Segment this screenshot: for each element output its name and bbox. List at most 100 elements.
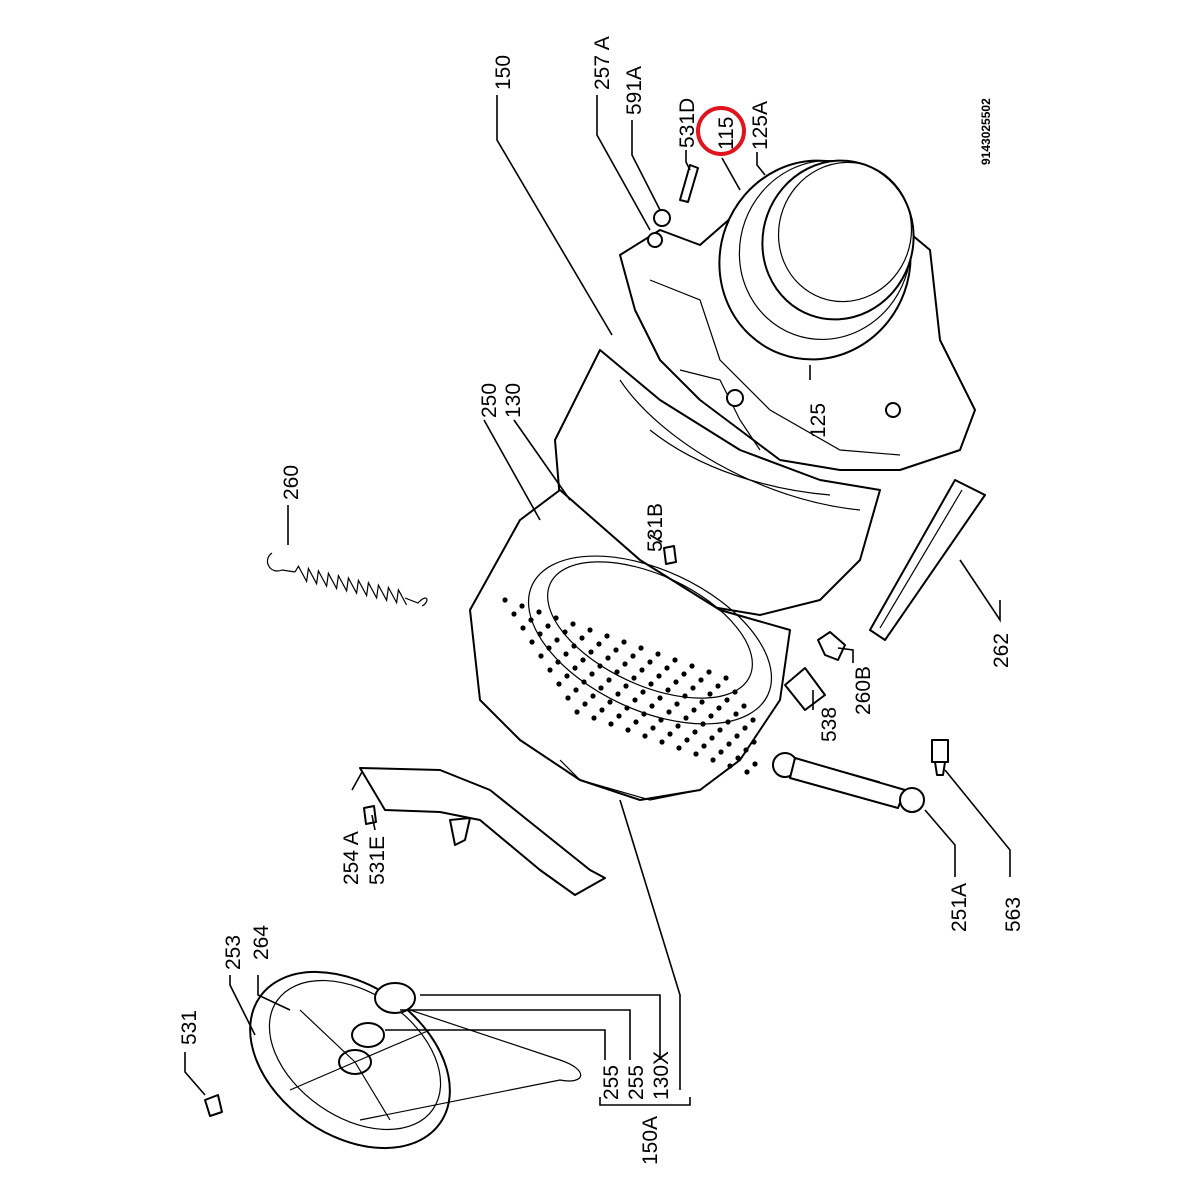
label-251a: 251A bbox=[948, 883, 971, 932]
perforation-dot bbox=[691, 707, 697, 713]
drum bbox=[469, 489, 791, 801]
perforation-dot bbox=[692, 729, 698, 735]
perforation-dot bbox=[613, 647, 619, 653]
perforation-dot bbox=[546, 645, 552, 651]
leader-lines bbox=[184, 95, 1011, 1106]
perforation-dot bbox=[606, 677, 612, 683]
perforation-dot bbox=[519, 603, 525, 609]
label-150a: 150A bbox=[639, 1116, 662, 1165]
perforation-dot bbox=[639, 667, 645, 673]
screw-531e bbox=[363, 805, 377, 825]
perforation-dot bbox=[573, 687, 579, 693]
seal-strip bbox=[869, 479, 986, 641]
perforation-dot bbox=[700, 721, 706, 727]
perforation-dot bbox=[707, 691, 713, 697]
perforation-dot bbox=[547, 667, 553, 673]
pad-538 bbox=[784, 667, 826, 711]
perforation-dot bbox=[674, 701, 680, 707]
perforation-dot bbox=[614, 669, 620, 675]
perforation-dot bbox=[741, 703, 747, 709]
perforation-dot bbox=[682, 693, 688, 699]
label-257a: 257 A bbox=[591, 36, 614, 90]
label-531e: 531E bbox=[366, 836, 389, 885]
perforation-dot bbox=[673, 679, 679, 685]
label-531: 531 bbox=[178, 1010, 201, 1045]
perforation-dot bbox=[591, 715, 597, 721]
door-seal bbox=[718, 159, 915, 361]
drum-perforations bbox=[502, 597, 758, 775]
perforation-dot bbox=[693, 751, 699, 757]
perforation-dot bbox=[664, 665, 670, 671]
perforation-dot bbox=[599, 707, 605, 713]
perforation-dot bbox=[537, 631, 543, 637]
label-531b: 531B bbox=[644, 503, 667, 552]
perforation-dot bbox=[580, 657, 586, 663]
perforation-dot bbox=[689, 663, 695, 669]
perforation-dot bbox=[625, 727, 631, 733]
perforation-dot bbox=[727, 763, 733, 769]
perforation-dot bbox=[631, 675, 637, 681]
perforation-dot bbox=[690, 685, 696, 691]
label-262: 262 bbox=[990, 633, 1013, 668]
perforation-dot bbox=[716, 705, 722, 711]
perforation-dot bbox=[734, 733, 740, 739]
perforation-dot bbox=[698, 677, 704, 683]
perforation-dot bbox=[665, 687, 671, 693]
label-253: 253 bbox=[222, 935, 245, 970]
perforation-dot bbox=[675, 723, 681, 729]
perforation-dot bbox=[604, 633, 610, 639]
perforation-dot bbox=[605, 655, 611, 661]
perforation-dot bbox=[623, 683, 629, 689]
perforation-dot bbox=[735, 755, 741, 761]
label-538: 538 bbox=[818, 707, 841, 742]
label-255-a: 255 bbox=[600, 1065, 623, 1100]
perforation-dot bbox=[587, 627, 593, 633]
perforation-dot bbox=[647, 659, 653, 665]
screw-531 bbox=[204, 1094, 223, 1117]
perforation-dot bbox=[672, 657, 678, 663]
perforation-dot bbox=[571, 643, 577, 649]
perforation-dot bbox=[581, 679, 587, 685]
perforation-dot bbox=[624, 705, 630, 711]
perforation-dot bbox=[726, 741, 732, 747]
drive-belt bbox=[359, 999, 582, 1121]
bolt-563 bbox=[931, 739, 949, 776]
perforation-dot bbox=[751, 739, 757, 745]
perforation-dot bbox=[545, 623, 551, 629]
document-code: 9143025502 bbox=[979, 98, 993, 165]
label-115: 115 bbox=[715, 117, 738, 150]
perforation-dot bbox=[590, 693, 596, 699]
perforation-dot bbox=[725, 719, 731, 725]
perforation-dot bbox=[596, 641, 602, 647]
perforation-dot bbox=[529, 639, 535, 645]
highlight-circle bbox=[696, 106, 746, 156]
label-130x: 130X bbox=[650, 1051, 673, 1100]
perforation-dot bbox=[616, 713, 622, 719]
perforation-dot bbox=[650, 725, 656, 731]
perforation-dot bbox=[681, 671, 687, 677]
label-260: 260 bbox=[280, 465, 303, 500]
perforation-dot bbox=[553, 615, 559, 621]
perforation-dot bbox=[638, 645, 644, 651]
label-264: 264 bbox=[250, 925, 273, 960]
perforation-dot bbox=[554, 637, 560, 643]
perforation-dot bbox=[657, 695, 663, 701]
bearings bbox=[351, 982, 416, 1048]
perforation-dot bbox=[555, 659, 561, 665]
label-563: 563 bbox=[1002, 897, 1025, 932]
perforation-dot bbox=[710, 757, 716, 763]
perforation-dot bbox=[502, 597, 508, 603]
perforation-dot bbox=[743, 747, 749, 753]
perforation-dot bbox=[615, 691, 621, 697]
label-130: 130 bbox=[502, 383, 525, 418]
perforation-dot bbox=[744, 769, 750, 775]
perforation-dot bbox=[641, 711, 647, 717]
perforation-dot bbox=[607, 699, 613, 705]
perforation-dot bbox=[723, 675, 729, 681]
perforation-dot bbox=[717, 727, 723, 733]
perforation-dot bbox=[706, 669, 712, 675]
label-254a: 254 A bbox=[340, 831, 363, 885]
perforation-dot bbox=[659, 739, 665, 745]
perforation-dot bbox=[630, 653, 636, 659]
perforation-dot bbox=[563, 651, 569, 657]
